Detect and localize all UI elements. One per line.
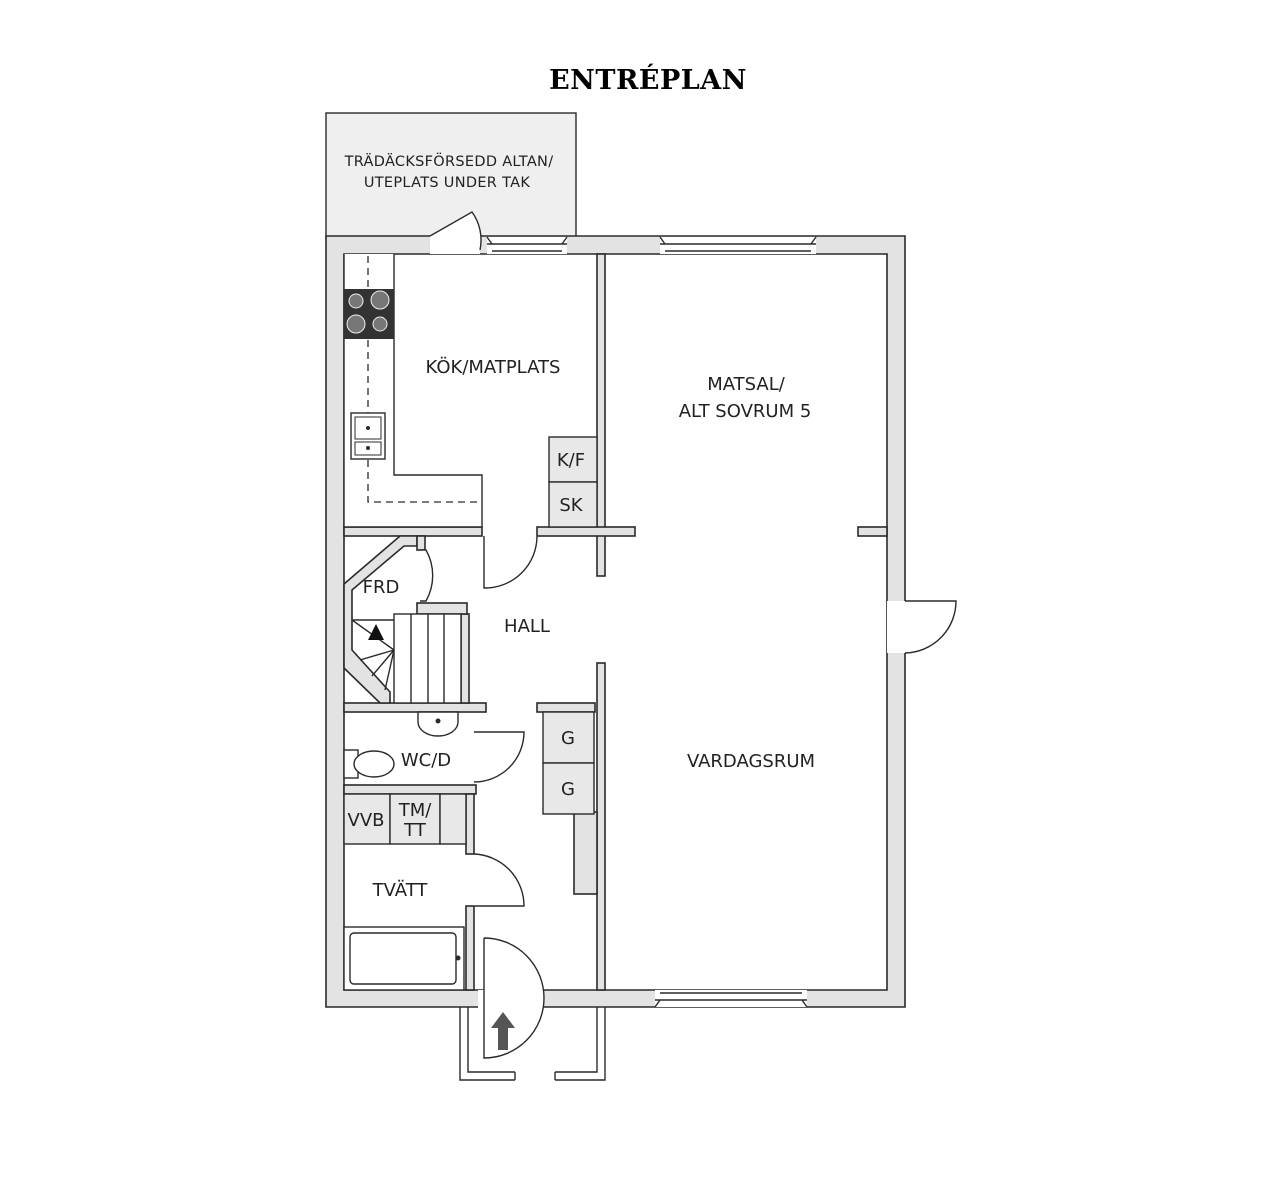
room-label-frd: FRD — [363, 577, 400, 598]
stair-up-arrow-icon — [368, 624, 384, 640]
entrance-arrow-icon — [491, 1012, 515, 1050]
room-label-kok: KÖK/MATPLATS — [426, 356, 561, 378]
kf-label: K/F — [557, 450, 585, 471]
tm-label-line2: TT — [403, 820, 427, 841]
plan-title: ENTRÉPLAN — [549, 63, 747, 96]
g1-label: G — [561, 728, 575, 749]
tm-label-line1: TM/ — [398, 800, 433, 821]
sink-icon — [350, 412, 386, 460]
staircase — [351, 613, 462, 704]
altan-label-line2: UTEPLATS UNDER TAK — [364, 175, 530, 191]
altan-label-line1: TRÄDÄCKSFÖRSEDD ALTAN/ — [344, 152, 554, 170]
g2-label: G — [561, 779, 575, 800]
toilet-icon — [343, 749, 395, 779]
room-label-tvatt: TVÄTT — [372, 880, 429, 901]
altan: TRÄDÄCKSFÖRSEDD ALTAN/ UTEPLATS UNDER TA… — [325, 112, 577, 239]
cabinet-sk: SK — [548, 481, 598, 528]
doors — [420, 211, 957, 1059]
sk-label: SK — [559, 495, 583, 516]
room-label-hall: HALL — [504, 616, 550, 637]
room-label-wc: WC/D — [401, 750, 451, 771]
kitchen-counter — [343, 254, 483, 528]
vvb-label: VVB — [348, 810, 385, 831]
garderob-2: G — [542, 762, 595, 815]
fridge-freezer: K/F — [548, 436, 598, 483]
room-label-vardagsrum: VARDAGSRUM — [687, 751, 815, 772]
garderob-1: G — [542, 711, 595, 764]
bathtub-icon — [343, 926, 465, 991]
laundry-fixtures: VVB TM/ TT — [343, 793, 467, 991]
room-label-matsal-line2: ALT SOVRUM 5 — [679, 401, 812, 422]
washbasin-icon — [417, 711, 459, 737]
windows — [486, 236, 817, 1008]
room-label-matsal-line1: MATSAL/ — [707, 374, 786, 395]
wc-fixtures — [343, 711, 459, 779]
